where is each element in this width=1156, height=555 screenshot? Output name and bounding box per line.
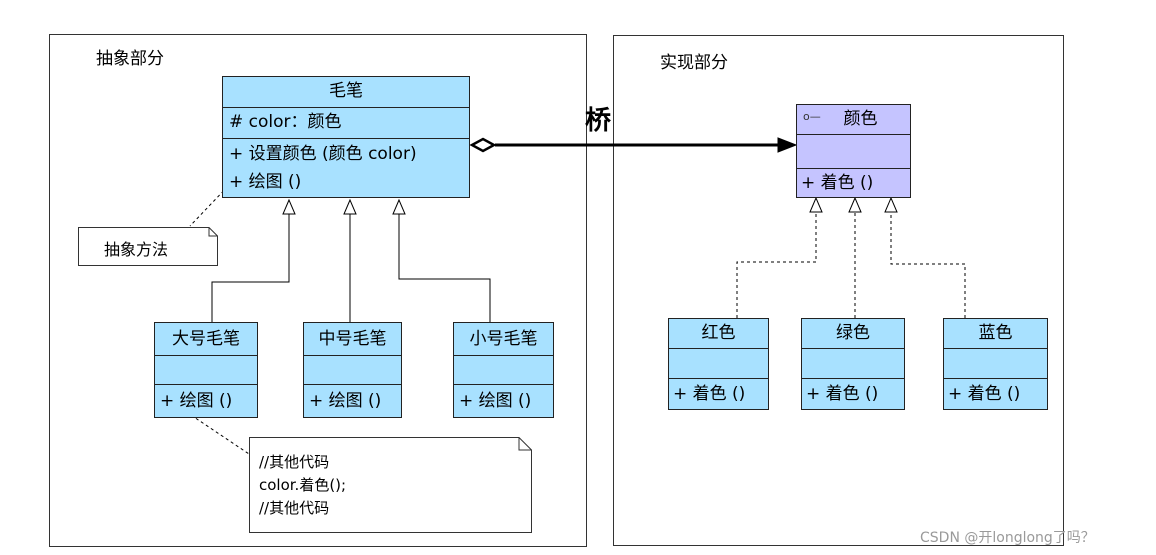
code-note-line-1: //其他代码: [259, 453, 330, 471]
color-interface-name: 颜色: [843, 109, 878, 129]
implementation-frame-title: 实现部分: [660, 53, 728, 73]
brush-class[interactable]: 毛笔 # color：颜色 + 设置颜色 (颜色 color) + 绘图 (): [222, 76, 470, 198]
impl-name: 绿色: [836, 323, 870, 343]
subclass-op: + 绘图 (): [160, 391, 233, 411]
watermark: CSDN @开longlong了吗？: [920, 530, 1095, 546]
realize-arrow-red: [809, 196, 823, 213]
impl-op: + 着色 (): [673, 384, 746, 404]
impl-name: 红色: [701, 323, 736, 343]
subclass-op: + 绘图 (): [309, 391, 382, 411]
realize-line-red: [736, 212, 817, 318]
color-interface[interactable]: o— 颜色 + 着色 (): [796, 104, 911, 198]
impl-op: + 着色 (): [806, 384, 879, 404]
realize-line-blue: [890, 212, 966, 318]
note-shape: [78, 227, 218, 266]
code-note-anchor: [175, 404, 259, 461]
inherit-arrow-big: [282, 198, 296, 215]
color-interface-op: + 着色 (): [801, 173, 874, 193]
inherit-arrow-mid: [343, 198, 357, 215]
inherit-line-big: [211, 214, 290, 322]
brush-op-set-color: + 设置颜色 (颜色 color): [229, 144, 417, 164]
brush-attribute-color: # color：颜色: [229, 112, 342, 132]
abstract-note-anchor: [189, 181, 233, 227]
inherit-line-small: [398, 214, 491, 322]
abstract-method-note: 抽象方法: [78, 227, 218, 266]
impl-name: 蓝色: [978, 323, 1013, 343]
impl-red[interactable]: 红色 + 着色 (): [668, 318, 769, 410]
code-note: //其他代码 color.着色(); //其他代码: [249, 437, 532, 533]
abstract-method-note-text: 抽象方法: [104, 240, 169, 259]
realize-arrow-blue: [884, 196, 898, 213]
subclass-small-brush[interactable]: 小号毛笔 + 绘图 (): [453, 322, 554, 418]
realize-arrow-green: [848, 196, 862, 213]
bridge-label: 桥: [585, 106, 612, 136]
code-note-line-3: //其他代码: [259, 499, 330, 517]
subclass-big-brush[interactable]: 大号毛笔 + 绘图 (): [154, 322, 258, 418]
inherit-arrow-small: [392, 198, 406, 215]
brush-op-draw: + 绘图 (): [229, 172, 302, 192]
subclass-op: + 绘图 (): [459, 391, 532, 411]
aggregation-diamond: [469, 137, 497, 153]
subclass-name: 大号毛笔: [172, 329, 240, 349]
subclass-name: 中号毛笔: [318, 329, 387, 349]
bridge-arrowhead: [777, 137, 798, 153]
code-note-line-2: color.着色();: [259, 476, 347, 494]
impl-blue[interactable]: 蓝色 + 着色 (): [943, 318, 1048, 410]
abstraction-frame-title: 抽象部分: [96, 49, 164, 69]
subclass-name: 小号毛笔: [469, 329, 538, 349]
brush-class-name: 毛笔: [329, 81, 363, 101]
subclass-medium-brush[interactable]: 中号毛笔 + 绘图 (): [303, 322, 402, 418]
interface-icon: o—: [803, 110, 821, 123]
impl-green[interactable]: 绿色 + 着色 (): [801, 318, 905, 410]
note-shape: [249, 437, 532, 533]
impl-op: + 着色 (): [948, 384, 1021, 404]
